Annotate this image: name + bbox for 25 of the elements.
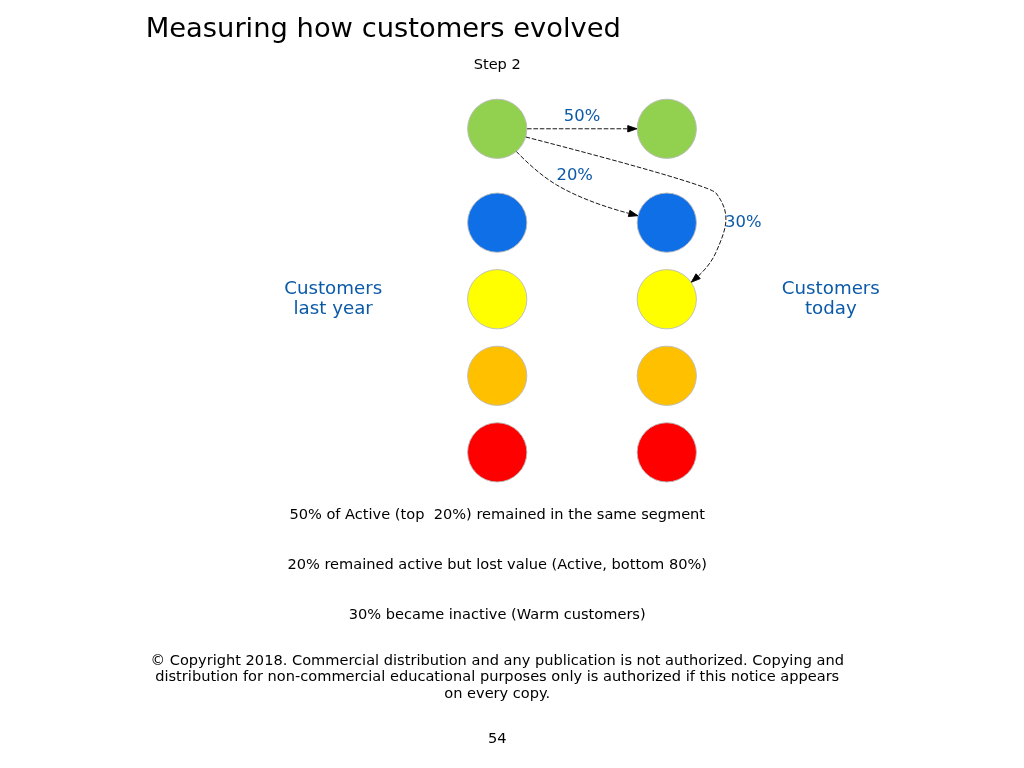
arrow (524, 136, 726, 283)
node-text: Customers today (781, 276, 880, 318)
arrow (526, 125, 637, 133)
node-circle (466, 345, 527, 406)
label: 50% of Active (top 20%) remained in the same segment (288, 505, 705, 523)
node-circle (636, 345, 697, 406)
node-circle (466, 422, 527, 483)
edge-label: 50% (563, 105, 600, 125)
edge-label: 30% (724, 211, 762, 231)
edge-label: 20% (555, 164, 593, 184)
node-circle (636, 192, 697, 253)
label: 54 (487, 729, 507, 747)
node-circle (466, 192, 527, 253)
node-text: Customers last year (283, 276, 382, 318)
node-circle (466, 98, 527, 159)
arrow (515, 151, 638, 217)
node-circle (466, 269, 527, 330)
node-circle (636, 98, 697, 159)
label: © Copyright 2018. Commercial distribution and any publication is not authorized. Copying and distribution for non-commercial educational purposes only is authorized if this notice appears on every copy. (150, 651, 844, 701)
label: Step 2 (473, 54, 521, 72)
node-circle (636, 422, 697, 483)
label: 30% became inactive (Warm customers) (348, 605, 646, 623)
diagram-title: Measuring how customers evolved (145, 12, 621, 44)
label: 20% remained active but lost value (Active, bottom 80%) (286, 555, 707, 573)
node-circle (636, 269, 697, 330)
